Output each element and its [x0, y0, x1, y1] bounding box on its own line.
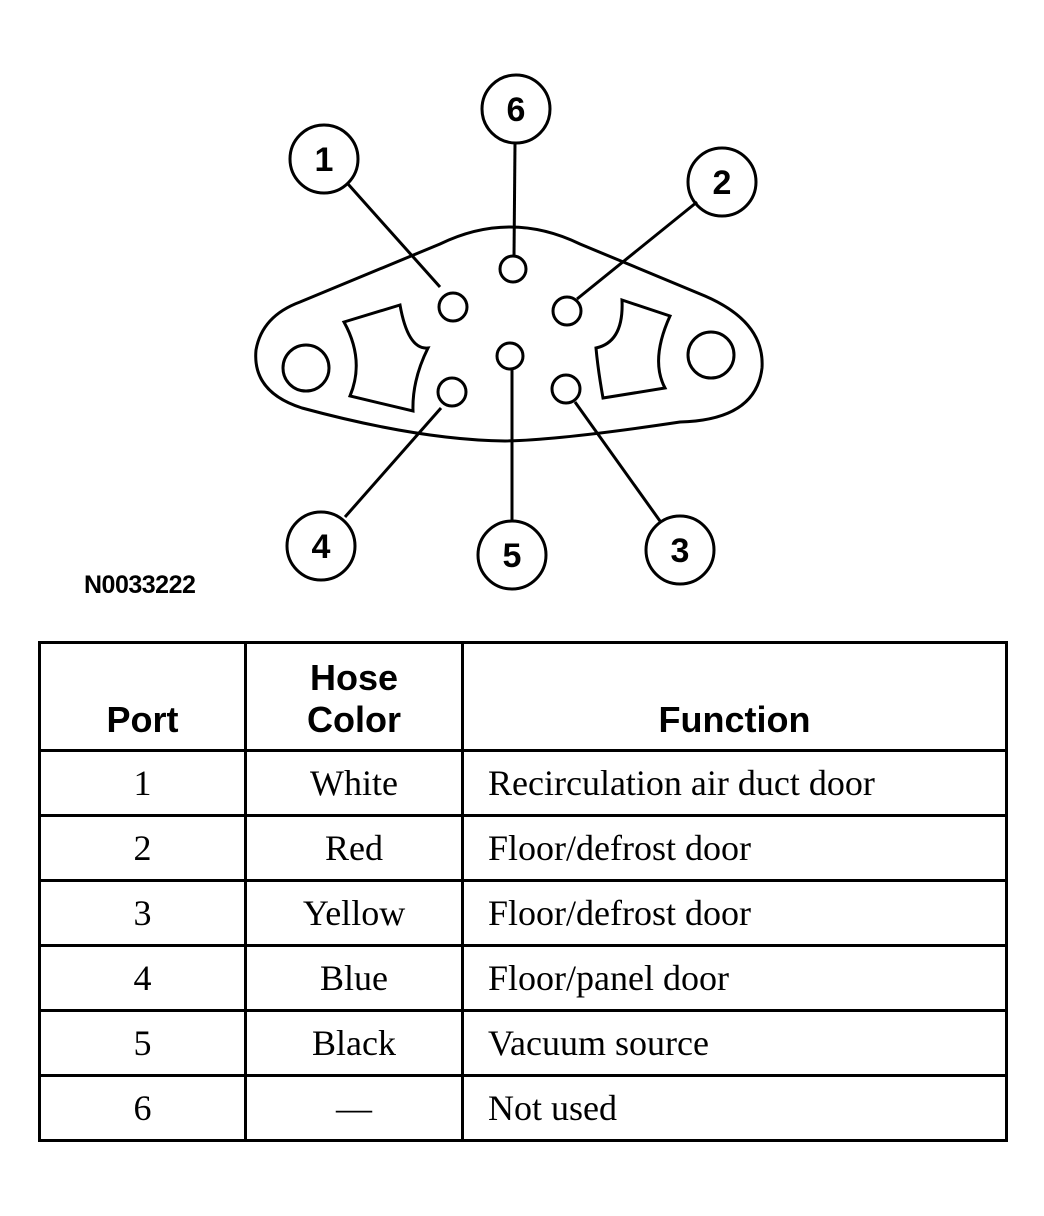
cell-port: 4 — [38, 944, 247, 1012]
cell-port: 6 — [38, 1074, 247, 1142]
callout-label-4: 4 — [312, 528, 331, 566]
leader-line-3 — [573, 401, 662, 522]
table-row: 3 Yellow Floor/defrost door — [38, 879, 1008, 947]
header-hose-color-line1: Hose — [309, 657, 399, 698]
cell-port: 1 — [38, 749, 247, 817]
table-row: 5 Black Vacuum source — [38, 1009, 1008, 1077]
cell-function: Floor/defrost door — [461, 814, 1008, 882]
callout-circle-3 — [644, 514, 716, 586]
hose-function-table: Port Hose Color Function 1 White Recircu… — [38, 641, 1008, 1142]
table-row: 2 Red Floor/defrost door — [38, 814, 1008, 882]
callout-label-5: 5 — [503, 537, 522, 575]
slot-left — [341, 303, 431, 413]
header-hose-color: Hose Color — [244, 641, 464, 752]
connector-body — [254, 225, 764, 443]
slot-right — [594, 297, 673, 400]
leader-line-6 — [512, 142, 517, 257]
port-hole-3 — [550, 373, 582, 405]
callout-circle-5 — [476, 519, 548, 591]
callout-label-2: 2 — [713, 164, 732, 202]
cell-hose-color: Red — [244, 814, 464, 882]
leader-line-4 — [343, 407, 443, 518]
table-row: 6 — Not used — [38, 1074, 1008, 1142]
vacuum-connector-diagram: 1 6 2 4 5 3 — [254, 73, 764, 591]
callout-circle-2 — [686, 146, 758, 218]
port-hole-2 — [551, 295, 583, 327]
cell-function: Recirculation air duct door — [461, 749, 1008, 817]
port-hole-4 — [436, 376, 468, 408]
table-row: 4 Blue Floor/panel door — [38, 944, 1008, 1012]
cell-function: Not used — [461, 1074, 1008, 1142]
leader-line-1 — [346, 183, 442, 288]
figure-id: N0033222 — [84, 571, 196, 599]
port-hole-1 — [437, 291, 469, 323]
cell-hose-color: White — [244, 749, 464, 817]
cell-port: 5 — [38, 1009, 247, 1077]
header-port-label: Port — [106, 699, 179, 740]
cell-function: Floor/panel door — [461, 944, 1008, 1012]
cell-port: 3 — [38, 879, 247, 947]
cell-hose-color: — — [244, 1074, 464, 1142]
cell-hose-color: Black — [244, 1009, 464, 1077]
table-header-row: Port Hose Color Function — [38, 641, 1008, 752]
header-function: Function — [461, 641, 1008, 752]
cell-hose-color: Blue — [244, 944, 464, 1012]
leader-line-2 — [576, 200, 698, 301]
header-hose-color-line2: Color — [307, 699, 401, 740]
callout-circle-1 — [288, 123, 360, 195]
callout-circle-4 — [285, 510, 357, 582]
callout-label-6: 6 — [507, 91, 526, 129]
cell-hose-color: Yellow — [244, 879, 464, 947]
mounting-hole-left — [281, 343, 331, 393]
table-row: 1 White Recirculation air duct door — [38, 749, 1008, 817]
header-port: Port — [38, 641, 247, 752]
callout-label-1: 1 — [315, 141, 334, 179]
header-function-label: Function — [658, 699, 811, 740]
mounting-hole-right — [686, 330, 736, 380]
cell-function: Floor/defrost door — [461, 879, 1008, 947]
callout-label-3: 3 — [671, 532, 690, 570]
port-hole-5 — [495, 341, 525, 371]
port-hole-6 — [498, 254, 528, 284]
cell-port: 2 — [38, 814, 247, 882]
cell-function: Vacuum source — [461, 1009, 1008, 1077]
callout-circle-6 — [480, 73, 552, 145]
